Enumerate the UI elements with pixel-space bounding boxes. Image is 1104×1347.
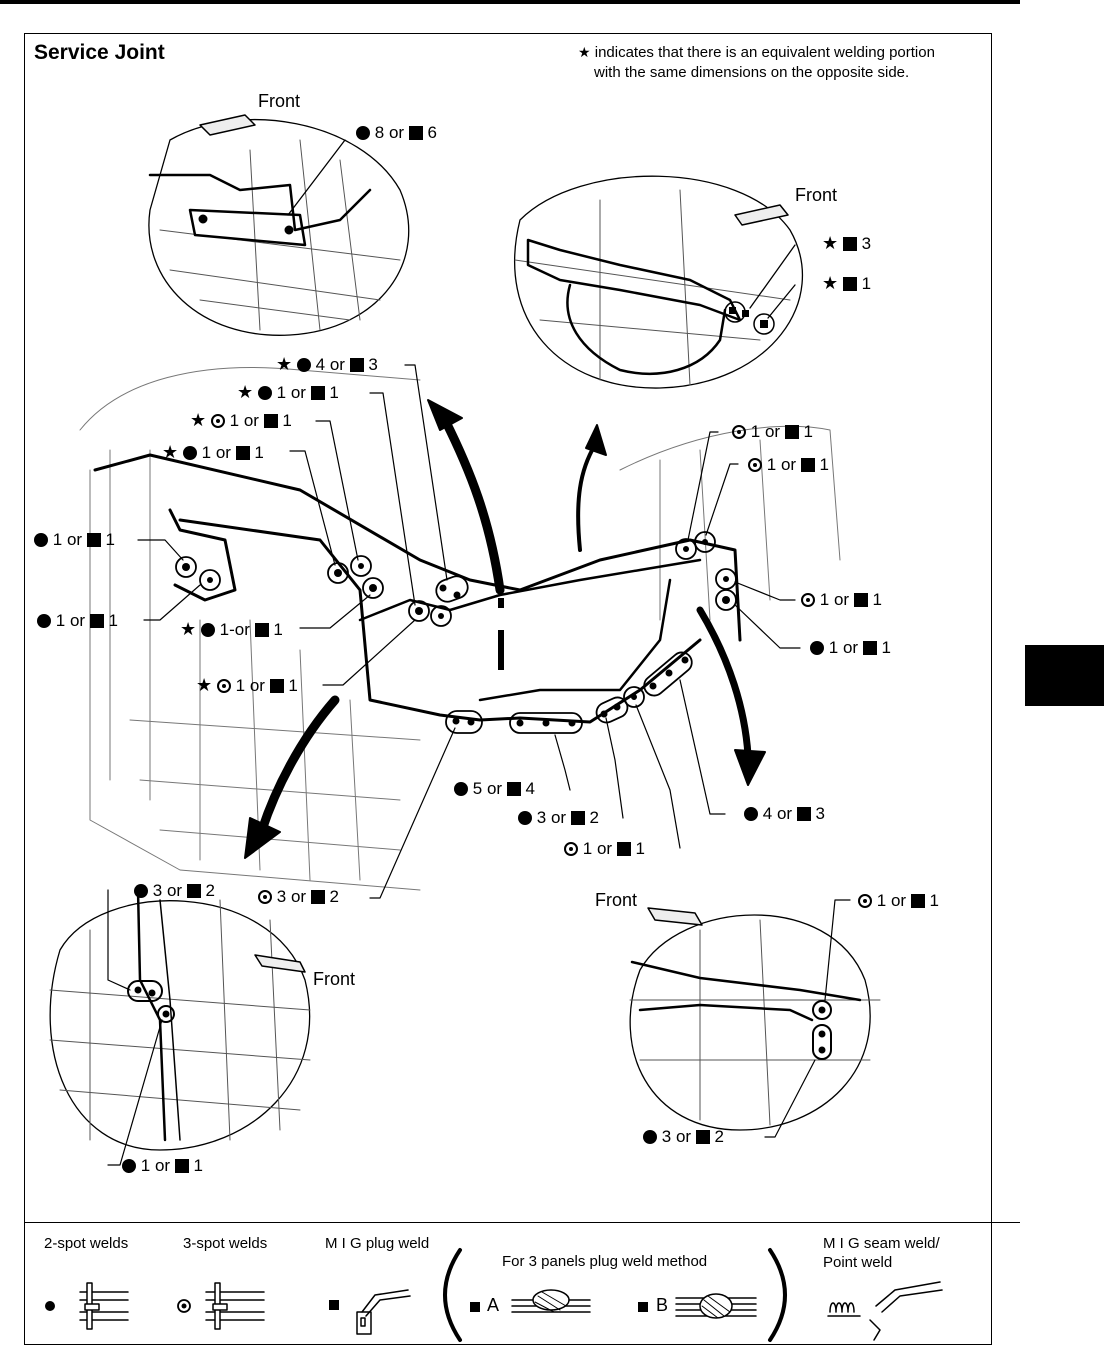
plug-weld-icon [616,842,631,856]
star-icon: ★ [578,44,591,60]
spot-weld-icon [200,623,215,637]
weld-label-b1: 5 or 4 [454,779,535,799]
legend-two-spot: 2-spot welds [44,1235,129,1252]
plug-weld-icon [174,1159,189,1173]
weld-label-m6: 1 or 1 [37,611,118,631]
spot-weld-icon [257,386,272,400]
weld-label-tl: 8 or 6 [356,123,437,143]
plug-weld-icon [910,894,925,908]
legend-mig-plug: M I G plug weld [325,1235,430,1252]
plug-weld-icon [796,807,811,821]
weld-label-m7: ★ 1-or 1 [180,619,283,639]
weld-label-m8: ★ 1 or 1 [196,675,298,695]
plug-weld-icon [570,811,585,825]
plug-weld-icon [800,458,815,472]
weld-label-br-1: 1 or 1 [858,891,939,911]
weld-label-tr-2: ★ 1 [822,273,872,293]
diagram-frame [24,33,992,1345]
legend-method-a: A [487,1295,500,1315]
spot-weld-icon [744,807,758,821]
three-spot-weld-icon [748,458,762,472]
legend-divider [24,1222,1020,1223]
weld-label-b5: 3 or 2 [258,887,339,907]
spot-weld-icon [34,533,48,547]
plug-weld-icon [186,884,201,898]
three-spot-weld-icon [858,894,872,908]
spot-weld-icon [454,782,468,796]
plug-weld-icon [842,237,857,251]
plug-weld-icon [269,679,284,693]
plug-weld-icon [695,1130,710,1144]
spot-weld-icon [296,358,311,372]
plug-weld-icon [263,414,278,428]
weld-label-bl-2: 1 or 1 [122,1156,203,1176]
weld-label-b3: 4 or 3 [744,804,825,824]
weld-label-tr-1: ★ 3 [822,233,872,253]
star-note: ★ indicates that there is an equivalent … [578,42,935,83]
weld-label-r4: 1 or 1 [810,638,891,658]
plug-weld-icon [254,623,269,637]
front-label-bottom-right: Front [595,890,638,910]
legend-three-spot: 3-spot welds [183,1235,268,1252]
note-line-1: indicates that there is an equivalent we… [594,44,935,61]
legend-mig-seam-1: M I G seam weld/ [823,1235,940,1252]
spot-weld-icon [182,446,197,460]
plug-weld-icon [310,386,325,400]
plug-weld-icon [235,446,250,460]
plug-weld-icon [349,358,364,372]
plug-weld-icon [842,277,857,291]
weld-label-r3: 1 or 1 [801,590,882,610]
spot-weld-icon [356,126,370,140]
weld-label-br-2: 3 or 2 [643,1127,724,1147]
weld-label-r2: 1 or 1 [748,455,829,475]
front-label-top-right: Front [795,185,838,205]
plug-weld-icon [86,533,101,547]
header-rule [0,0,1020,4]
three-spot-weld-icon [258,890,272,904]
three-spot-weld-icon [732,425,746,439]
plug-weld-icon [89,614,104,628]
legend-method-b: B [656,1295,669,1315]
section-tab [1025,645,1104,706]
spot-weld-icon [134,884,148,898]
weld-label-bl-1: 3 or 2 [134,881,215,901]
three-spot-weld-icon [210,414,225,428]
spot-weld-icon [810,641,824,655]
weld-label-b4: 1 or 1 [564,839,645,859]
weld-label-b2: 3 or 2 [518,808,599,828]
page-title: Service Joint [34,41,165,64]
front-label-top-left: Front [258,91,301,111]
spot-weld-icon [518,811,532,825]
plug-weld-icon [506,782,521,796]
three-spot-weld-icon [216,679,231,693]
legend-three-panels: For 3 panels plug weld method [502,1253,708,1270]
weld-label-m4: ★ 1 or 1 [162,442,264,462]
legend-mig-seam-2: Point weld [823,1254,893,1271]
spot-weld-icon [643,1130,657,1144]
weld-label-m5: 1 or 1 [34,530,115,550]
weld-label-m3: ★ 1 or 1 [190,410,292,430]
plug-weld-icon [310,890,325,904]
spot-weld-icon [37,614,51,628]
three-spot-weld-icon [801,593,815,607]
note-line-2: with the same dimensions on the opposite… [594,64,910,81]
plug-weld-icon [853,593,868,607]
weld-label-m1: ★ 4 or 3 [276,354,378,374]
plug-weld-icon [862,641,877,655]
spot-weld-icon [122,1159,136,1173]
plug-weld-icon [408,126,423,140]
three-spot-weld-icon [564,842,578,856]
front-label-bottom-left: Front [313,969,356,989]
plug-weld-icon [784,425,799,439]
weld-label-m2: ★ 1 or 1 [237,382,339,402]
weld-label-r1: 1 or 1 [732,422,813,442]
